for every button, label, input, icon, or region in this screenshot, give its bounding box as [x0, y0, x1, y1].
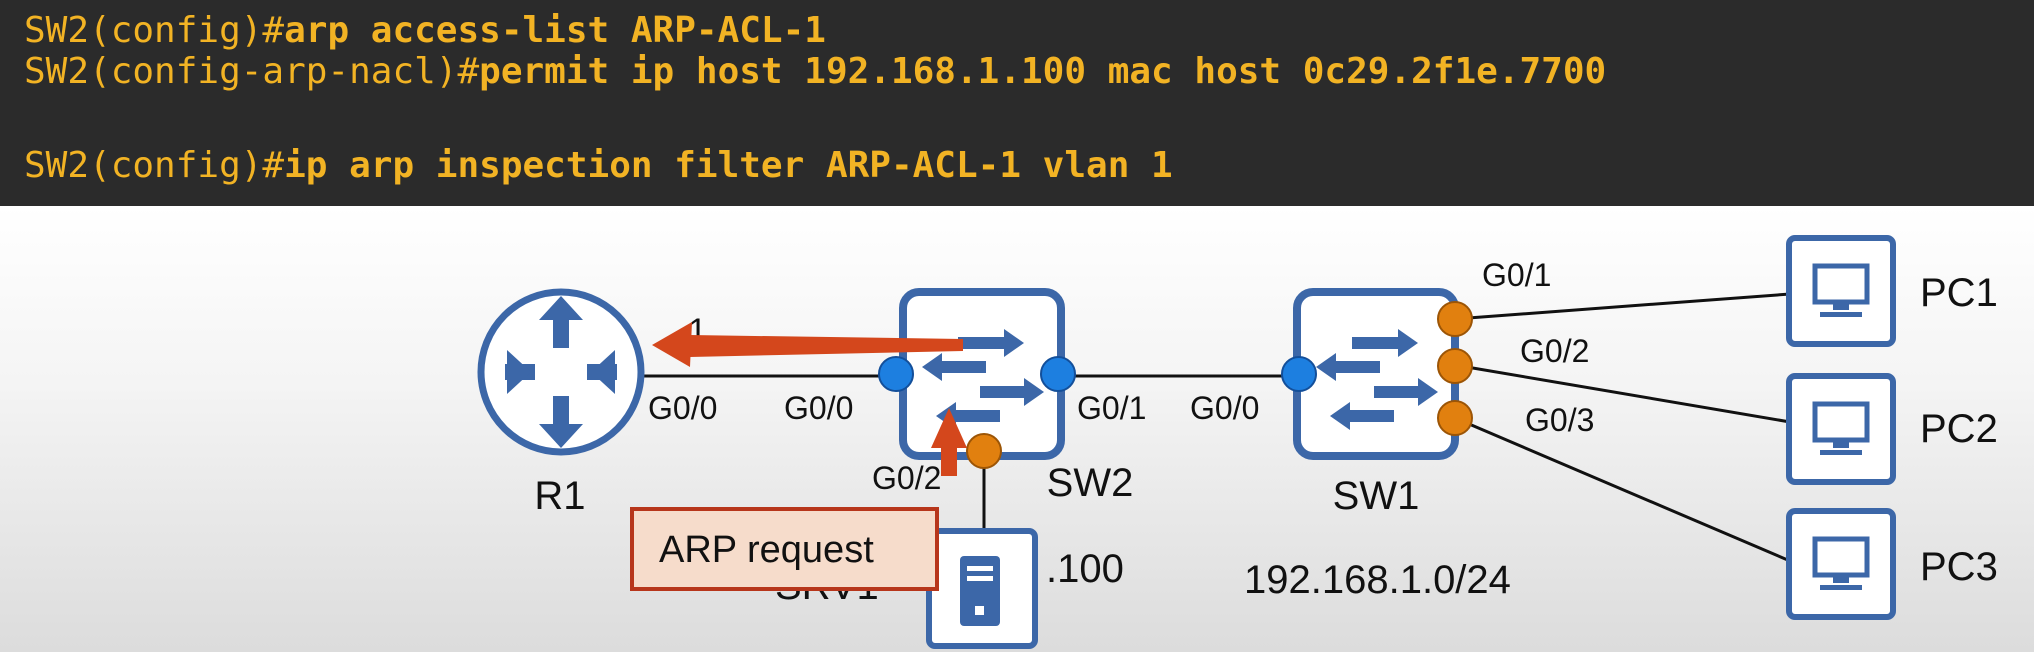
port-sw1-g01	[1437, 301, 1473, 337]
link-sw1-pc3	[1454, 416, 1791, 563]
port-sw1-g02	[1437, 348, 1473, 384]
cli-line-2: SW2(config-arp-nacl)#permit ip host 192.…	[24, 51, 1606, 92]
cli-command-3: ip arp inspection filter ARP-ACL-1 vlan …	[284, 145, 1173, 186]
label-pc1: PC1	[1920, 271, 1998, 315]
cli-terminal: SW2(config)#arp access-list ARP-ACL-1 SW…	[0, 0, 2034, 206]
link-sw1-pc2	[1454, 363, 1791, 424]
arp-request-callout: ARP request	[630, 507, 939, 591]
label-sw1: SW1	[1333, 474, 1420, 518]
label-sw1-g02: G0/2	[1520, 333, 1589, 369]
cli-line-3: SW2(config)#ip arp inspection filter ARP…	[24, 145, 1173, 186]
label-sw1-g00: G0/0	[1190, 390, 1259, 426]
label-sw1-g03: G0/3	[1525, 402, 1594, 438]
label-sw2-g00: G0/0	[784, 390, 853, 426]
cli-command-1: arp access-list ARP-ACL-1	[284, 10, 826, 51]
port-sw1-g00	[1281, 356, 1317, 392]
label-sw2-g01: G0/1	[1077, 390, 1146, 426]
pc-pc3[interactable]	[1786, 508, 1896, 620]
callout-text: ARP request	[659, 529, 874, 571]
subnet-label: 192.168.1.0/24	[1244, 558, 1511, 602]
server-srv1[interactable]	[926, 528, 1038, 649]
cli-prompt-2: SW2(config-arp-nacl)#	[24, 51, 480, 92]
switch-sw2[interactable]	[899, 288, 1065, 460]
label-r1: R1	[534, 474, 585, 518]
router-icon	[477, 288, 645, 456]
pc-icon	[1786, 373, 1896, 485]
label-sw2: SW2	[1047, 461, 1134, 505]
network-diagram: R1 SW2 SW1 PC1 PC2 PC3 SRV1 G0/0 G0/0 G0…	[0, 206, 2034, 652]
arp-request-arrow	[652, 322, 967, 476]
cli-prompt-1: SW2(config)#	[24, 10, 285, 51]
pc-pc1[interactable]	[1786, 235, 1896, 347]
port-sw2-g00	[878, 356, 914, 392]
pc-icon	[1786, 235, 1896, 347]
switch-sw1[interactable]	[1293, 288, 1459, 460]
srv-host-address: .100	[1046, 547, 1124, 591]
switch-icon	[1293, 288, 1459, 460]
label-pc3: PC3	[1920, 545, 1998, 589]
server-icon	[926, 528, 1038, 649]
cli-line-1: SW2(config)#arp access-list ARP-ACL-1	[24, 10, 826, 51]
pc-icon	[1786, 508, 1896, 620]
label-r1-g00: G0/0	[648, 390, 717, 426]
port-sw1-g03	[1437, 400, 1473, 436]
port-sw2-g01	[1040, 356, 1076, 392]
label-sw1-g01: G0/1	[1482, 257, 1551, 293]
router-r1[interactable]	[477, 288, 645, 456]
switch-icon	[899, 288, 1065, 460]
cli-prompt-3: SW2(config)#	[24, 145, 285, 186]
pc-pc2[interactable]	[1786, 373, 1896, 485]
link-sw1-pc1	[1454, 292, 1791, 321]
port-sw2-g02	[966, 433, 1002, 469]
cli-command-2: permit ip host 192.168.1.100 mac host 0c…	[479, 51, 1607, 92]
label-sw2-g02: G0/2	[872, 460, 941, 496]
label-pc2: PC2	[1920, 407, 1998, 451]
